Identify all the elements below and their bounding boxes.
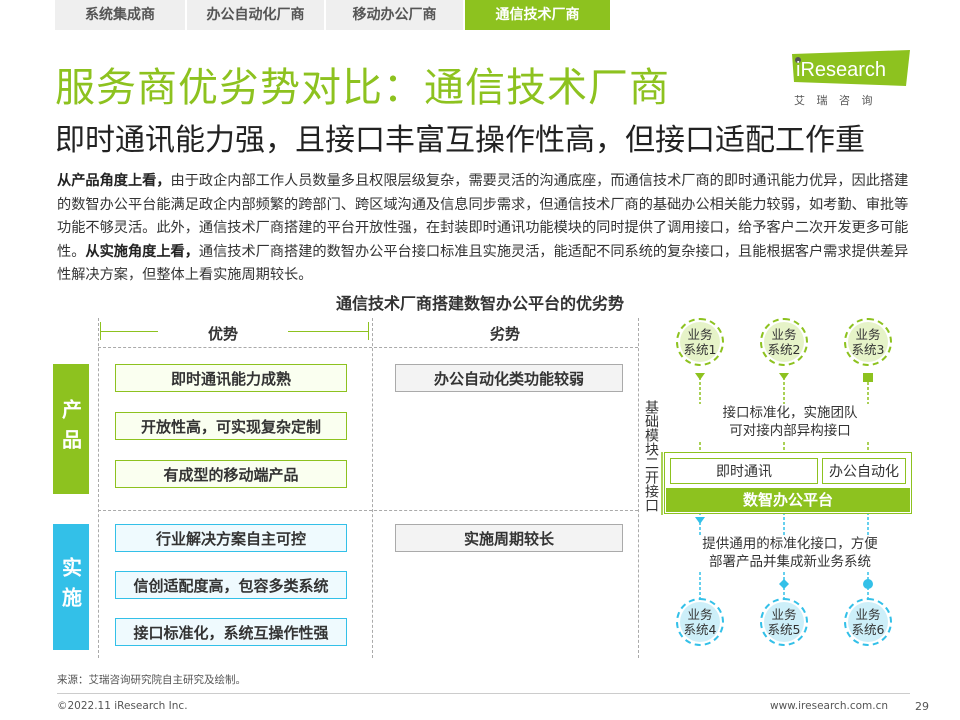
grid-line-right [638,318,639,658]
description: 从产品角度上看，由于政企内部工作人员数量多且权限层级复杂，需要灵活的沟通底座，而… [57,170,917,288]
system-label: 业务 系统1 [680,322,720,362]
disadvantage-item: 办公自动化类功能较弱 [395,364,623,392]
business-system-1: 业务 系统1 [676,318,724,366]
diamond-marker-icon [779,579,789,589]
square-marker-icon [863,373,873,382]
system-label: 业务 系统4 [680,602,720,642]
dot-marker-icon [863,579,873,589]
side-label: 基础模块二开接口 [643,400,659,512]
tab-system-integrator[interactable]: 系统集成商 [55,0,185,30]
arrow-down-icon [695,517,705,524]
chart-title: 通信技术厂商搭建数智办公平台的优劣势 [335,294,624,313]
arrow-down-icon [779,373,789,380]
module-im: 即时通讯 [670,458,818,484]
advantage-item: 接口标准化，系统互操作性强 [115,618,347,646]
grid-line-left [98,318,99,658]
module-oa: 办公自动化 [822,458,906,484]
tab-office-automation[interactable]: 办公自动化厂商 [187,0,324,30]
desc-lead-product: 从产品角度上看， [57,173,171,189]
system-label: 业务 系统6 [848,602,888,642]
grid-line-center [372,318,373,658]
advantage-item: 行业解决方案自主可控 [115,524,347,552]
adv-line-right [288,331,368,332]
advantage-item: 信创适配度高，包容多类系统 [115,571,347,599]
tab-mobile-office[interactable]: 移动办公厂商 [326,0,463,30]
page-title: 服务商优劣势对比：通信技术厂商 [55,65,670,111]
platform-bar: 数智办公平台 [666,488,910,512]
top-note: 接口标准化，实施团队 可对接内部异构接口 [690,404,890,440]
advantage-item: 开放性高，可实现复杂定制 [115,412,347,440]
desc-text-implementation: 通信技术厂商搭建的数智办公平台接口标准且实施灵活，能适配不同系统的复杂接口，且能… [57,243,909,284]
footer-divider [57,693,910,694]
adv-bracket-right [368,322,369,340]
business-system-3: 业务 系统3 [844,318,892,366]
logo-brand: iResearch [796,59,887,81]
business-system-5: 业务 系统5 [760,598,808,646]
copyright: ©2022.11 iResearch Inc. [57,700,188,712]
desc-lead-implementation: 从实施角度上看， [85,243,199,260]
grid-line-middle [98,510,638,511]
adv-line-left [100,331,158,332]
desc-text-product: 由于政企内部工作人员数量多且权限层级复杂，需要灵活的沟通底座，而通信技术厂商的即… [57,173,909,260]
system-label: 业务 系统5 [764,602,804,642]
business-system-4: 业务 系统4 [676,598,724,646]
page-subtitle: 即时通讯能力强，且接口丰富互操作性高，但接口适配工作重 [55,123,865,158]
advantage-item: 即时通讯能力成熟 [115,364,347,392]
page-number: 29 [915,700,929,713]
category-product: 产品 [53,364,89,494]
business-system-2: 业务 系统2 [760,318,808,366]
system-label: 业务 系统3 [848,322,888,362]
category-implementation: 实施 [53,524,89,650]
source-note: 来源：艾瑞咨询研究院自主研究及绘制。 [57,674,246,686]
system-label: 业务 系统2 [764,322,804,362]
disadvantage-item: 实施周期较长 [395,524,623,552]
bottom-note: 提供通用的标准化接口，方便 部署产品并集成新业务系统 [675,535,905,571]
logo-mark-icon [792,50,910,86]
website: www.iresearch.com.cn [770,700,889,712]
grid-line-top [98,347,638,348]
arrow-down-icon [695,373,705,380]
advantage-item: 有成型的移动端产品 [115,460,347,488]
advantages-header: 优势 [207,325,238,343]
tab-communication-tech[interactable]: 通信技术厂商 [465,0,610,30]
iresearch-logo: iResearch 艾 瑞 咨 询 [770,50,910,110]
logo-cn: 艾 瑞 咨 询 [794,94,877,107]
disadvantages-header: 劣势 [489,325,520,343]
business-system-6: 业务 系统6 [844,598,892,646]
